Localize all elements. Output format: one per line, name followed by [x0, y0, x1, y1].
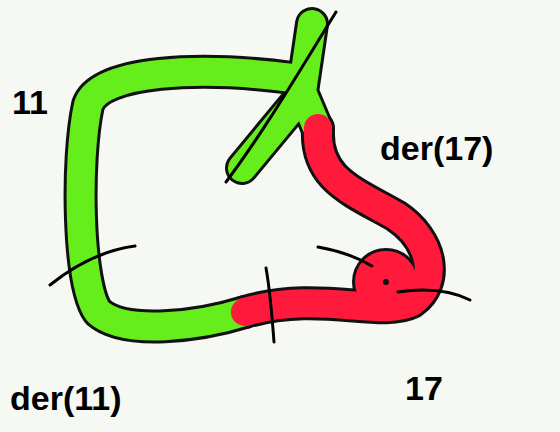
chromosome-label: 11 [12, 84, 48, 121]
chromosome-label: der(11) [10, 380, 122, 417]
chromosome-label: 17 [405, 370, 443, 407]
chromosome-outline [81, 24, 429, 326]
breakpoint-line [50, 12, 470, 342]
chromosome-label: der(17) [380, 130, 493, 167]
chromosome-11-segment [81, 24, 318, 326]
